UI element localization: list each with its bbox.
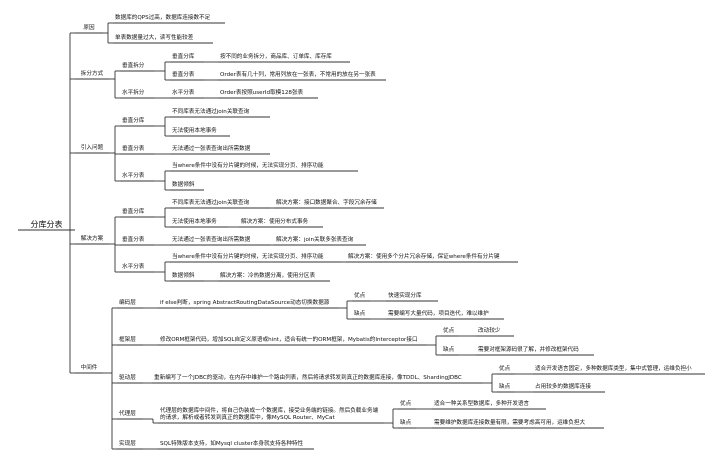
solutions-vdb-solution-2[interactable]: 解决方案：使用分布式事务: [241, 219, 309, 225]
mw-driver-cons-label[interactable]: 缺点: [499, 384, 511, 390]
branch-solutions[interactable]: 解决方案: [80, 236, 104, 242]
solutions-htable[interactable]: 水平分表: [122, 264, 145, 270]
mw-proxy-pros[interactable]: 适合一种关系型数据库，多种开发语言: [434, 401, 530, 407]
mw-framework-desc[interactable]: 修改ORM框架代码，增加SQL自定义原语或hint，适合有统一的ORM框架，My…: [160, 337, 418, 343]
mw-impl-desc[interactable]: SQL特殊版本支持，如Mysql cluster本身就支持各种特性: [160, 441, 304, 447]
method-vtable-text[interactable]: Order表有几十列，常用列放在一张表，不常用的放在另一张表: [220, 72, 376, 78]
solutions-vdb-problem-2[interactable]: 无法使用本地事务: [172, 219, 217, 225]
method-vdb[interactable]: 垂直分库: [172, 54, 195, 60]
branch-problems[interactable]: 引入问题: [80, 145, 104, 151]
problems-vtable[interactable]: 垂直分表: [122, 146, 145, 152]
method-vtable[interactable]: 垂直分表: [172, 72, 195, 78]
branch-middleware[interactable]: 中间件: [80, 365, 98, 371]
method-vertical[interactable]: 垂直拆分: [122, 63, 145, 69]
solutions-htable-solution-2[interactable]: 解决方案：冷热数据分离，使用分区表: [220, 273, 316, 279]
problems-htable[interactable]: 水平分表: [122, 173, 145, 179]
mw-framework-cons-label[interactable]: 缺点: [443, 347, 455, 353]
solutions-vtable-solution-1[interactable]: 解决方案：join关联多张表查询: [276, 237, 354, 243]
method-htable[interactable]: 水平分表: [172, 90, 195, 96]
mw-coding-cons[interactable]: 需要编写大量代码，项目迭代，难以维护: [388, 311, 489, 317]
solutions-htable-problem-2[interactable]: 数据倾斜: [172, 273, 195, 279]
mw-proxy-pros-label[interactable]: 优点: [400, 401, 412, 407]
solutions-vtable-problem-1[interactable]: 无法通过一张表查询出所需数据: [172, 237, 251, 243]
mw-framework-cons[interactable]: 需要对框架源码很了解，并修改框架代码: [478, 347, 579, 353]
method-horizontal[interactable]: 水平拆分: [122, 90, 145, 96]
mw-coding-pros[interactable]: 快速实现分库: [388, 293, 422, 299]
solutions-vdb-solution-1[interactable]: 解决方案：接口数据聚合、字段冗余存储: [276, 200, 377, 206]
mw-proxy-cons-label[interactable]: 缺点: [400, 420, 412, 426]
mw-framework[interactable]: 框架层: [119, 337, 136, 343]
mw-proxy-desc[interactable]: 代理层的数据库中间件，将自己伪装成一个数据库，接受业务端的链接。然后负载业务端的…: [160, 407, 379, 421]
mw-coding-cons-label[interactable]: 缺点: [354, 311, 366, 317]
branch-reason[interactable]: 原因: [83, 25, 95, 31]
solutions-htable-solution-1[interactable]: 解决方案：使用多个分片冗余存储，保证where条件有分片键: [348, 254, 500, 260]
root-node[interactable]: 分库分表: [30, 219, 63, 229]
mw-impl[interactable]: 实现层: [119, 441, 136, 447]
method-vdb-text[interactable]: 按不同的业务拆分，商品库、订单库、库存库: [220, 54, 332, 60]
mw-driver[interactable]: 驱动层: [119, 375, 136, 381]
mw-proxy[interactable]: 代理层: [119, 411, 136, 417]
mw-framework-pros-label[interactable]: 优点: [443, 328, 455, 334]
solutions-htable-problem-1[interactable]: 当where条件中没有分片键的时候，无法实现分页、排序功能: [172, 254, 324, 260]
problems-vtable-item-1[interactable]: 无法通过一张表查询出所需数据: [172, 146, 251, 152]
problems-htable-item-1[interactable]: 当where条件中没有分片键的时候，无法实现分页、排序功能: [172, 163, 324, 169]
reason-item-1[interactable]: 数据库的QPS过高，数据库连接数不足: [115, 15, 211, 21]
problems-vdb-item-1[interactable]: 不同库表无法通过join关联查询: [172, 109, 250, 115]
method-htable-text[interactable]: Order表按照userId取模128张表: [220, 90, 304, 96]
mw-framework-pros[interactable]: 改动较少: [478, 328, 501, 334]
mw-coding-pros-label[interactable]: 优点: [354, 293, 366, 299]
problems-htable-item-2[interactable]: 数据倾斜: [172, 182, 195, 188]
mw-coding[interactable]: 编码层: [119, 300, 136, 306]
problems-vdb-item-2[interactable]: 无法使用本地事务: [172, 128, 217, 134]
mw-coding-desc[interactable]: if else判断，spring AbstractRoutingDataSour…: [160, 300, 330, 306]
branch-method[interactable]: 拆分方式: [80, 71, 104, 77]
mw-proxy-cons[interactable]: 需要维护数据库连接数量有限，需要考虑高可用，运维负担大: [434, 420, 586, 426]
mw-driver-desc[interactable]: 重新编写了一个JDBC的驱动，在内存中维护一个路由列表，然后将请求转发到真正的数…: [154, 375, 462, 381]
solutions-vdb[interactable]: 垂直分库: [122, 209, 145, 215]
solutions-vdb-problem-1[interactable]: 不同库表无法通过join关联查询: [172, 200, 250, 206]
solutions-vtable[interactable]: 垂直分表: [122, 237, 145, 243]
reason-item-2[interactable]: 单表数据量过大，读写性能较差: [115, 35, 194, 41]
problems-vdb[interactable]: 垂直分库: [122, 118, 145, 124]
mw-driver-pros-label[interactable]: 优点: [499, 366, 511, 372]
mw-driver-pros[interactable]: 适合开发语言固定，多种数据库类型，集中式管理，运维负担小: [535, 366, 692, 372]
mw-driver-cons[interactable]: 占用较多的数据库连接: [535, 384, 591, 390]
